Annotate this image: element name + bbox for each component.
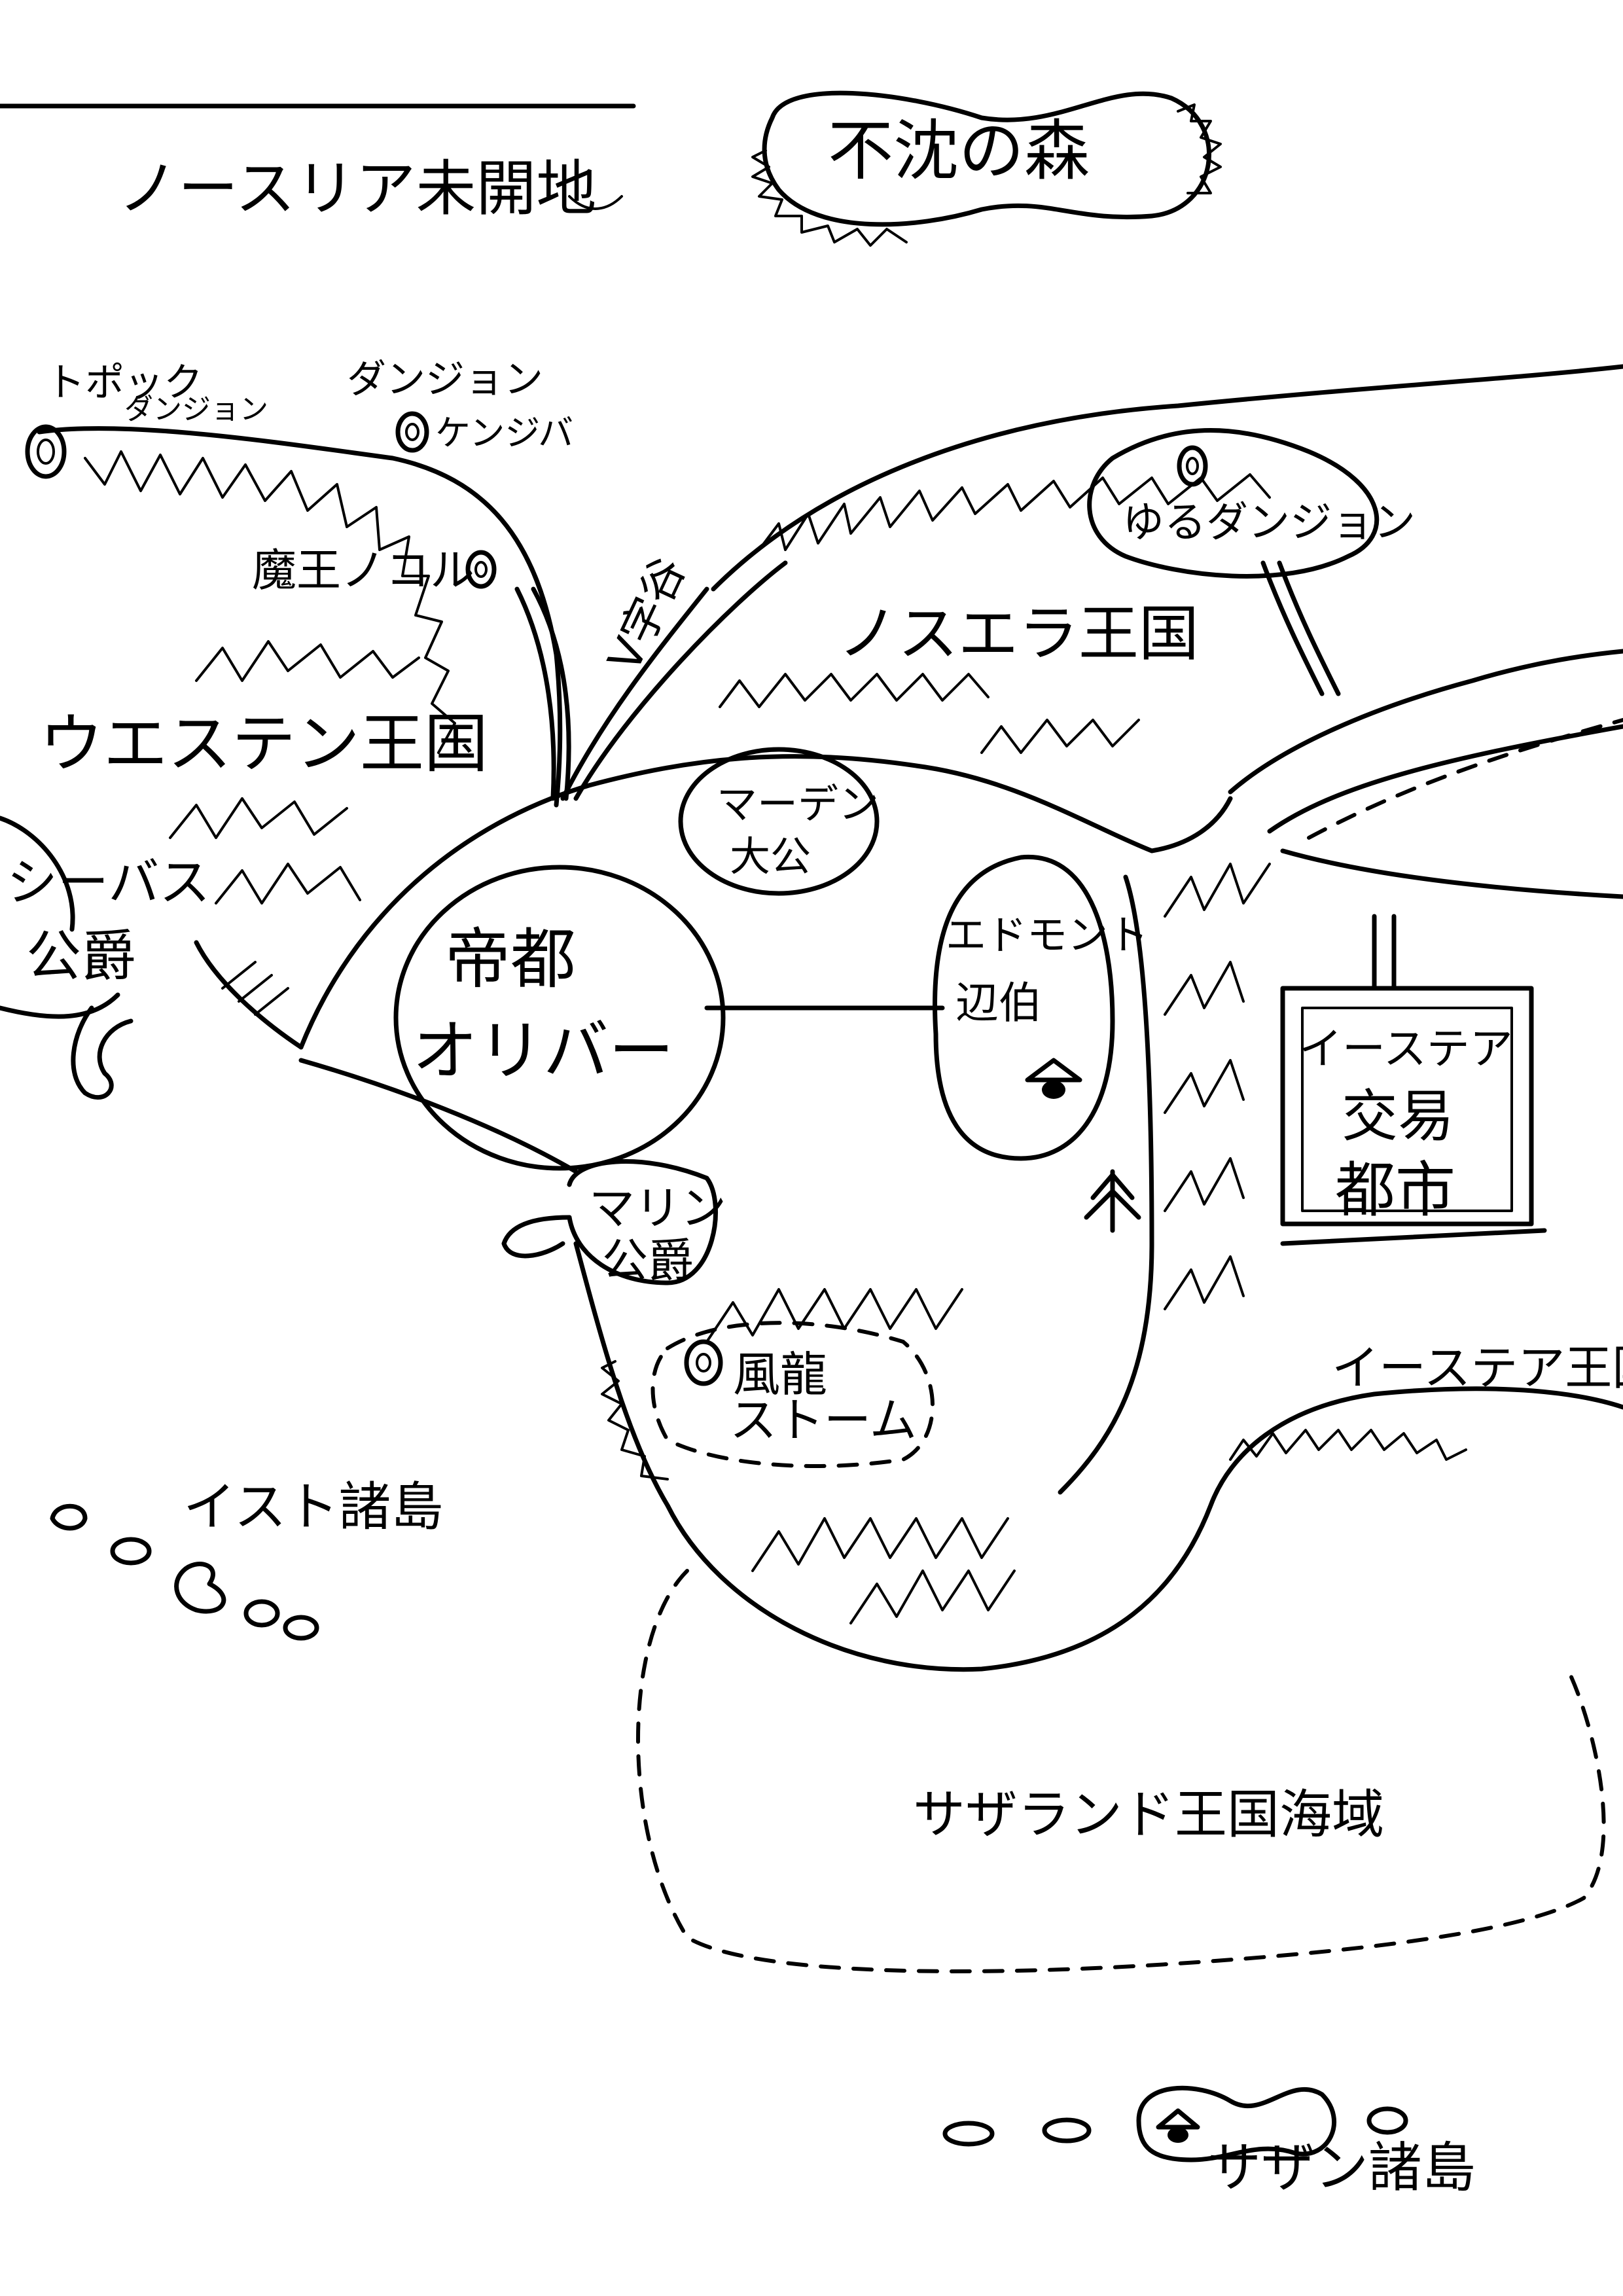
marden-archduke-region xyxy=(678,747,880,896)
wasteland-underline xyxy=(568,195,623,210)
label-seabass-duke-2: 公爵 xyxy=(26,924,136,988)
western-kingdom-region xyxy=(0,426,571,1100)
mountain-scribbles xyxy=(169,640,1271,1624)
demon-king-marker-icon xyxy=(465,550,497,589)
label-eastear-city-1: イーステア xyxy=(1299,1024,1513,1074)
kenjiba-dungeon-marker-icon xyxy=(395,411,429,453)
island-castle-icon xyxy=(1156,2108,1200,2143)
label-marine-duke-2: 公爵 xyxy=(602,1234,694,1287)
label-kenjiba-dungeon: ダンジョン xyxy=(347,357,543,403)
label-southern-islands: サザン諸島 xyxy=(1207,2137,1476,2199)
label-nosuera-kingdom: ノスエラ王国 xyxy=(838,599,1199,669)
label-topock-dungeon: トポック xyxy=(46,360,203,406)
label-ist-islands: イスト諸島 xyxy=(183,1477,444,1537)
wind-dragon-region xyxy=(651,1321,935,1468)
label-northern-wasteland: ノースリア未開地 xyxy=(118,154,596,224)
label-edmont-margrave-2: 辺伯 xyxy=(955,978,1042,1028)
southern-islands xyxy=(942,2085,1408,2162)
tree-icon xyxy=(1084,1169,1141,1233)
empire-region xyxy=(298,754,1233,1495)
label-marden-archduke-2: 大公 xyxy=(730,833,811,880)
label-wind-dragon-1: 風龍 xyxy=(733,1347,827,1402)
marine-duke-region xyxy=(501,1159,718,1285)
label-demon-king: 魔王ノコル xyxy=(252,545,474,597)
nosuera-kingdom-region xyxy=(711,364,1623,899)
label-unsinking-forest: 不沈の森 xyxy=(828,113,1090,189)
label-eastear-city-2: 交易 xyxy=(1342,1084,1454,1149)
label-southland-waters: サザランド王国海域 xyxy=(913,1784,1384,1845)
label-kenjiba-dungeon-2: ケンジバ xyxy=(435,412,573,454)
label-eastear-city-3: 都市 xyxy=(1335,1155,1455,1225)
yuru-dungeon-region xyxy=(1087,428,1380,579)
ist-islands xyxy=(50,1503,319,1641)
southland-waters-boundary xyxy=(636,1569,1606,1973)
label-marden-archduke-1: マーデン xyxy=(717,780,879,828)
capital-oliver-region xyxy=(393,865,945,1171)
eastear-trade-city-region xyxy=(1280,914,1547,1246)
castle-icon xyxy=(1025,1058,1082,1099)
label-western-kingdom: ウエステン王国 xyxy=(39,707,488,781)
label-edmont-margrave-1: エドモント xyxy=(946,911,1149,959)
label-seabass-duke-1: シーバス xyxy=(7,853,210,912)
v-valley-line xyxy=(560,586,709,801)
label-marine-duke-1: マリン xyxy=(589,1181,726,1235)
label-capital-oliver-1: 帝都 xyxy=(445,921,576,997)
topock-dungeon-marker-icon xyxy=(25,424,67,479)
v-valley-line-2 xyxy=(573,560,788,801)
peninsula-south-coast xyxy=(573,1241,1623,1672)
label-yuru-dungeon: ゆるダンジョン xyxy=(1122,499,1416,547)
label-wind-dragon-2: ストーム xyxy=(730,1393,917,1448)
label-capital-oliver-2: オリバー xyxy=(412,1013,674,1089)
label-eastear-kingdom: イーステア王国 xyxy=(1332,1340,1623,1395)
unsinking-forest-region xyxy=(751,90,1222,247)
edmont-margrave-region xyxy=(933,854,1115,1161)
label-topock-dungeon-2: ダンジョン xyxy=(124,393,268,426)
